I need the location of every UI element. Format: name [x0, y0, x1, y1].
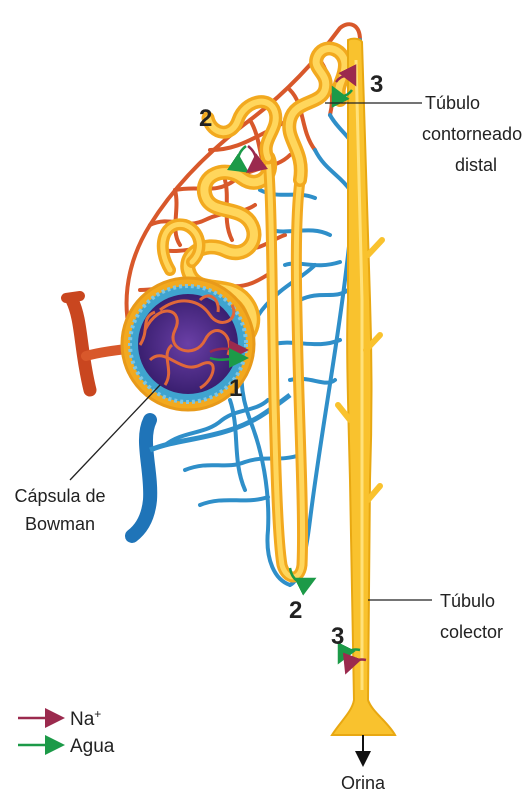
label-urine: Orina	[341, 773, 386, 793]
step-number-1: 1	[229, 375, 242, 402]
step-number-2-top: 2	[199, 105, 212, 132]
legend: Na+ Agua	[18, 707, 115, 757]
legend-water-label: Agua	[70, 736, 115, 757]
step-number-3-bottom: 3	[331, 623, 344, 650]
step-number-3-top: 3	[370, 71, 383, 98]
label-distal-line3: distal	[455, 155, 497, 175]
legend-na-label: Na+	[70, 707, 101, 730]
label-collector-line1: Túbulo	[440, 591, 495, 611]
transport-arrows-2-top	[238, 146, 255, 170]
legend-na-superscript: +	[94, 707, 101, 721]
step-number-2-bottom: 2	[289, 597, 302, 624]
label-bowman-line1: Cápsula de	[14, 486, 105, 506]
label-distal-line2: contorneado	[422, 124, 522, 144]
label-collector-line2: colector	[440, 622, 503, 642]
label-bowman-line2: Bowman	[25, 514, 95, 534]
label-distal-line1: Túbulo	[425, 93, 480, 113]
